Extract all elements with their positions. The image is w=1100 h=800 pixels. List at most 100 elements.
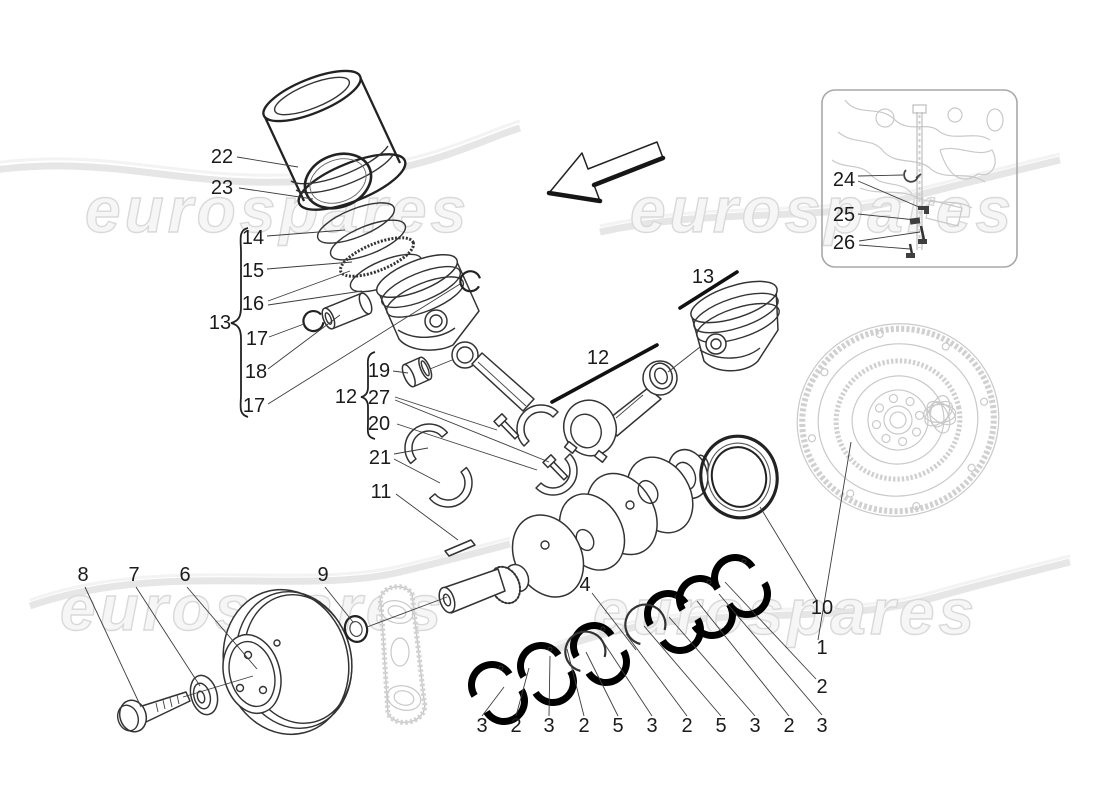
callout-3: 3 [543,715,554,737]
callout-5: 5 [715,715,726,737]
leader-line [857,174,904,177]
leader-line [268,323,305,338]
leader-line [393,447,429,455]
callout-9: 9 [317,564,328,586]
emphasis-stroke [678,270,739,310]
callout-22: 22 [211,146,233,168]
crankshaft-pulley [222,588,353,736]
leader-line [857,180,920,208]
callout-17: 17 [246,328,268,350]
connecting-rod-exploded [394,341,588,518]
inset-stud [918,225,927,244]
leader-line [366,596,448,628]
leader-line [548,655,551,717]
connecting-rod-assembled [563,360,678,463]
inset-box-border [821,89,1018,268]
leader-line [135,586,201,687]
leader-line [267,283,461,405]
crankshaft-key [444,539,476,557]
callout-7: 7 [128,564,139,586]
emphasis-strokes [550,270,739,404]
leader-line [718,593,823,716]
leader-line [396,423,538,471]
small-end-bushing [401,356,433,388]
leader-line [238,187,314,200]
leader-line [394,396,498,431]
piston-exploded [375,253,480,351]
callout-24: 24 [833,169,855,191]
inset-engine-view [821,89,1018,268]
leader-line [696,600,790,717]
leader-line [186,586,258,670]
leader-line [481,686,505,717]
leader-line [429,359,453,370]
rear-main-seal [699,434,779,520]
callout-16: 16 [242,293,264,315]
rod-bolt [493,413,520,440]
piston-pin [321,292,373,330]
callout-6: 6 [179,564,190,586]
spacer-ring [343,615,369,643]
leader-line [395,493,459,541]
leader-line [817,441,852,641]
cylinder-liner [262,69,407,211]
callout-3: 3 [476,715,487,737]
liner-o-ring [303,152,373,210]
callout-3: 3 [749,715,760,737]
leader-line [182,675,254,698]
leader-line [858,231,921,242]
leader-line [591,592,637,651]
rod-bearing-shell [428,466,483,518]
inset-bolt [906,243,915,258]
leader-line [667,346,701,373]
callout-5: 5 [612,715,623,737]
callout-1: 1 [816,637,827,659]
callout-20: 20 [368,413,390,435]
callout-12: 12 [587,347,609,369]
leader-line [724,581,817,680]
rod-bolt [542,454,569,481]
leader-line [393,458,441,484]
watermark-text: eurospares [630,174,1015,246]
group-brace-12 [360,351,376,440]
callout-2: 2 [816,676,827,698]
leader-line [266,261,353,270]
pulley-bolt [116,691,191,733]
group-brace-13 [230,227,249,418]
leader-line [858,244,911,250]
callout-13: 13 [692,266,714,288]
callout-25: 25 [833,204,855,226]
watermark-text: eurospares [593,576,978,648]
callout-labels: 2223141516171817131927201221111213242526… [77,146,855,737]
leader-line [857,213,917,221]
callout-3: 3 [816,715,827,737]
leader-line [515,667,530,717]
leader-line [324,586,354,623]
callout-11: 11 [371,481,392,503]
callout-26: 26 [833,232,855,254]
callout-15: 15 [242,260,264,282]
callout-12: 12 [335,386,357,408]
inset-bracket [918,206,929,214]
callout-2: 2 [578,715,589,737]
callout-8: 8 [77,564,88,586]
callout-27: 27 [368,387,390,409]
crankshaft [438,448,710,614]
leader-line [566,648,585,717]
leader-line [267,314,341,370]
leader-line [643,625,722,717]
piston-assembled [690,280,780,372]
timing-chain [378,584,428,725]
leader-line [394,399,550,463]
leader-line [392,370,409,374]
pulley-washer [189,674,219,716]
leader-lines [84,156,921,717]
inset-box-background [822,90,1017,267]
callout-17: 17 [243,395,265,417]
callout-4: 4 [579,574,590,596]
leader-line [668,616,756,717]
leader-line [603,642,653,717]
callout-18: 18 [245,361,267,383]
callout-3: 3 [646,715,657,737]
